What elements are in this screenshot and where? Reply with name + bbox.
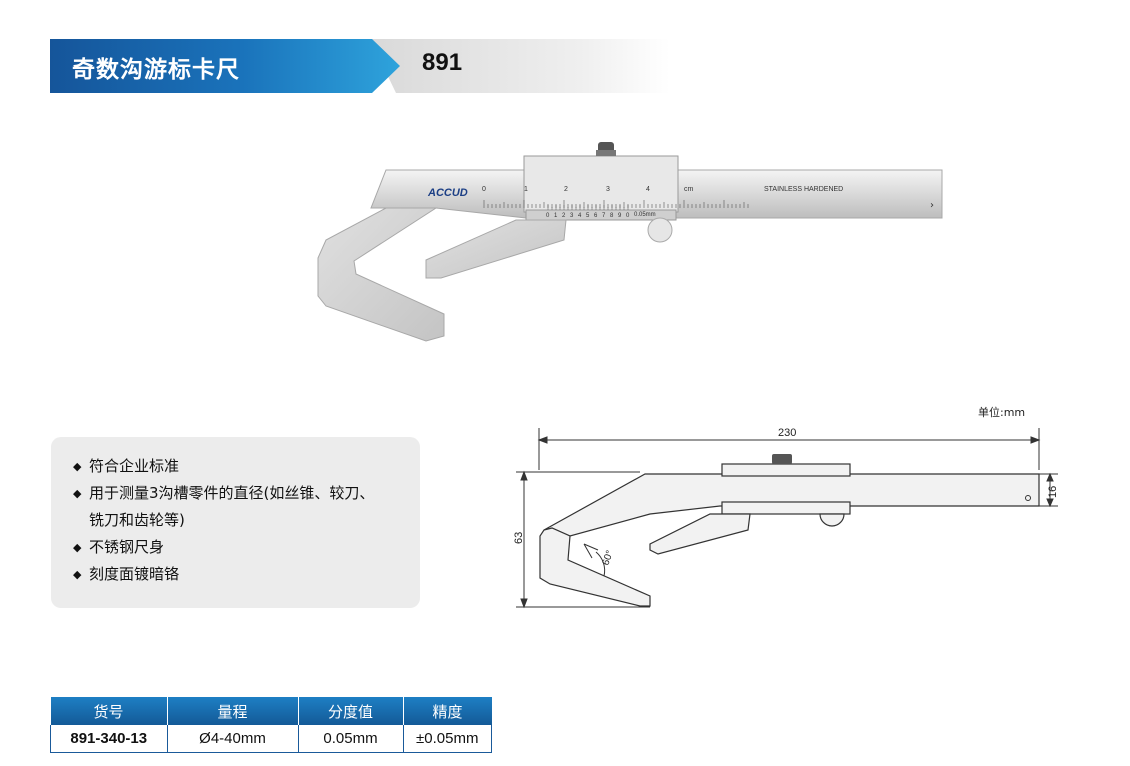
- header-banner: 奇数沟游标卡尺 891: [50, 39, 670, 93]
- feature-item: ◆符合企业标准: [73, 453, 420, 480]
- length-dimension: 230: [778, 427, 796, 439]
- diamond-bullet-icon: ◆: [73, 487, 82, 500]
- vernier-scale-label: 9: [618, 213, 622, 219]
- model-number: 891: [422, 49, 463, 76]
- vernier-scale-label: 1: [554, 213, 558, 219]
- feature-item: ◆不锈钢尺身: [73, 534, 420, 561]
- vernier-scale-label: 6: [594, 213, 598, 219]
- feature-item: ◆用于测量3沟槽零件的直径(如丝锥、较刀、: [73, 480, 420, 507]
- vernier-unit: 0.05mm: [634, 212, 656, 218]
- beam-height-dimension: 16: [1047, 486, 1059, 498]
- height-dimension: 63: [513, 532, 525, 544]
- thumb-screw-drawing: [772, 454, 792, 464]
- unit-label: 单位:mm: [978, 406, 1026, 419]
- spec-table: 货号 量程 分度值 精度 891-340-13 Ø4-40mm 0.05mm ±…: [50, 697, 492, 753]
- diamond-bullet-icon: ◆: [73, 541, 82, 554]
- feature-item: ◆刻度面镀暗铬: [73, 561, 420, 588]
- vernier-scale-ticks: [547, 205, 629, 210]
- table-header-row: 货号 量程 分度值 精度: [50, 697, 492, 725]
- table-cell: ±0.05mm: [402, 725, 492, 753]
- table-cell: 0.05mm: [297, 725, 404, 753]
- column-header: 精度: [403, 697, 492, 725]
- vernier-scale-label: 7: [602, 213, 606, 219]
- vernier-scale-label: 5: [586, 213, 590, 219]
- column-header: 货号: [50, 697, 168, 725]
- feature-item-continued: 铣刀和齿轮等): [89, 511, 185, 529]
- features-list: ◆符合企业标准 ◆用于测量3沟槽零件的直径(如丝锥、较刀、 铣刀和齿轮等) ◆不…: [51, 437, 420, 588]
- main-scale-label: 1: [524, 186, 528, 193]
- steel-stamp: STAINLESS HARDENED: [764, 186, 843, 193]
- page-title: 奇数沟游标卡尺: [72, 57, 240, 83]
- table-cell: 891-340-13: [50, 725, 168, 753]
- brand-logo: ACCUD: [427, 187, 468, 199]
- main-scale-label: 3: [606, 186, 610, 193]
- screw-hole-drawing: [1025, 495, 1031, 501]
- banner-shape: [50, 39, 670, 93]
- vernier-scale-label: 0: [626, 213, 630, 219]
- diamond-bullet-icon: ◆: [73, 568, 82, 581]
- main-scale-label: cm: [684, 186, 694, 193]
- main-scale-label: 2: [564, 186, 568, 193]
- technical-drawing: 230 63 16 60°: [513, 427, 1059, 609]
- vernier-scale-label: 4: [578, 213, 582, 219]
- end-mark: ›: [930, 200, 934, 211]
- features-box: ◆符合企业标准 ◆用于测量3沟槽零件的直径(如丝锥、较刀、 铣刀和齿轮等) ◆不…: [51, 437, 420, 608]
- column-header: 量程: [167, 697, 299, 725]
- main-scale-label: 0: [482, 186, 486, 193]
- angle-dimension: 60°: [600, 549, 616, 567]
- vernier-scale-label: 0: [546, 213, 550, 219]
- thumb-wheel-drawing: [819, 513, 845, 527]
- main-scale-label: 4: [646, 186, 650, 193]
- table-cell: Ø4-40mm: [166, 725, 299, 753]
- vernier-scale-label: 3: [570, 213, 574, 219]
- vernier-scale-label: 2: [562, 213, 566, 219]
- vernier-scale-label: 8: [610, 213, 614, 219]
- column-header: 分度值: [298, 697, 404, 725]
- table-row: 891-340-13 Ø4-40mm 0.05mm ±0.05mm: [50, 725, 492, 753]
- diamond-bullet-icon: ◆: [73, 460, 82, 473]
